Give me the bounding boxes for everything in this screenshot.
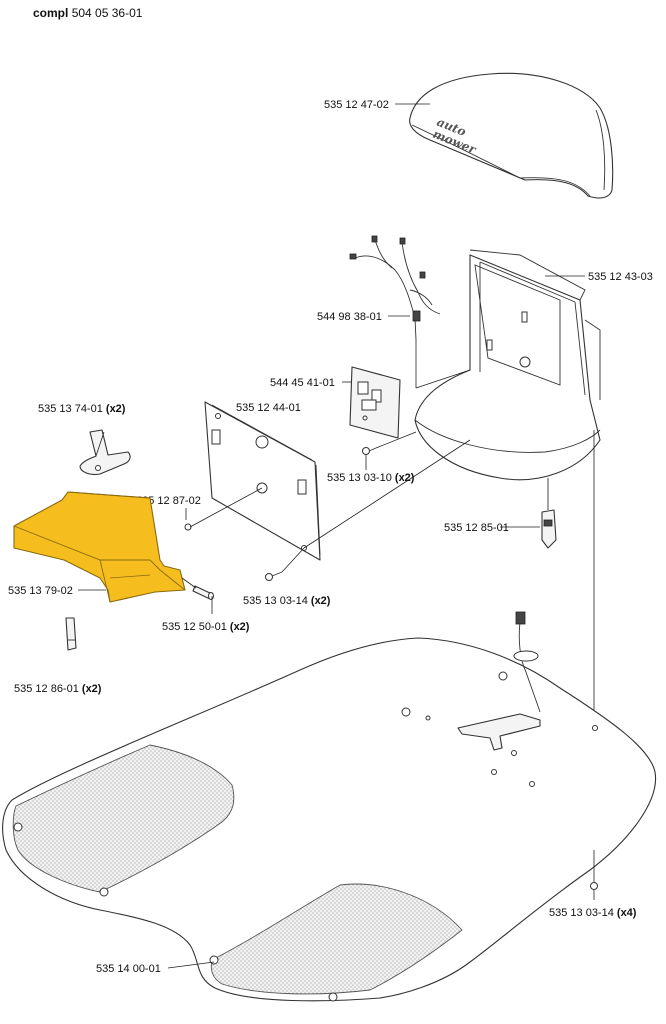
circuit-board-part[interactable] bbox=[349, 366, 401, 439]
label-cable-harness: 544 98 38-01 bbox=[317, 311, 382, 323]
assembly-title: compl 504 05 36-01 bbox=[33, 6, 143, 20]
label-clip: 535 13 74-01 (x2) bbox=[38, 403, 126, 415]
body-cover-part[interactable]: auto mower bbox=[409, 72, 614, 199]
label-connector: 535 12 85-01 bbox=[444, 522, 509, 534]
label-pin: 535 12 50-01 (x2) bbox=[162, 621, 250, 633]
screw-board-part[interactable] bbox=[362, 447, 377, 455]
label-mount-plate: 535 12 44-01 bbox=[236, 402, 301, 414]
display-cover-part[interactable] bbox=[13, 491, 186, 603]
label-display-cover: 535 13 79-02 bbox=[8, 585, 73, 597]
label-circuit-board: 544 45 41-01 bbox=[270, 377, 335, 389]
label-screw-plate: 535 13 03-14 (x2) bbox=[243, 595, 331, 607]
mount-plate-part[interactable] bbox=[204, 401, 321, 561]
label-screw-small: 535 12 87-02 bbox=[136, 495, 201, 507]
connector-part[interactable] bbox=[541, 478, 557, 549]
screw-base-part[interactable] bbox=[590, 882, 598, 890]
label-chassis-frame: 535 12 43-03 bbox=[588, 271, 653, 283]
screw-small-part[interactable] bbox=[184, 523, 192, 531]
label-screw-board: 535 13 03-10 (x2) bbox=[327, 472, 415, 484]
base-plate-part[interactable] bbox=[2, 637, 657, 1002]
clip-part[interactable] bbox=[79, 429, 131, 476]
label-body-cover: 535 12 47-02 bbox=[324, 99, 389, 111]
chassis-frame-part[interactable] bbox=[414, 249, 601, 481]
spring-strip-part[interactable] bbox=[65, 617, 77, 651]
cable-harness-part[interactable] bbox=[349, 235, 441, 341]
screw-plate-part[interactable] bbox=[265, 571, 283, 581]
base-cable-part[interactable] bbox=[513, 611, 541, 713]
pin-part[interactable] bbox=[192, 585, 214, 600]
label-base-plate: 535 14 00-01 bbox=[96, 963, 161, 975]
label-screw-base: 535 13 03-14 (x4) bbox=[549, 907, 637, 919]
label-spring-strip: 535 12 86-01 (x2) bbox=[14, 683, 102, 695]
